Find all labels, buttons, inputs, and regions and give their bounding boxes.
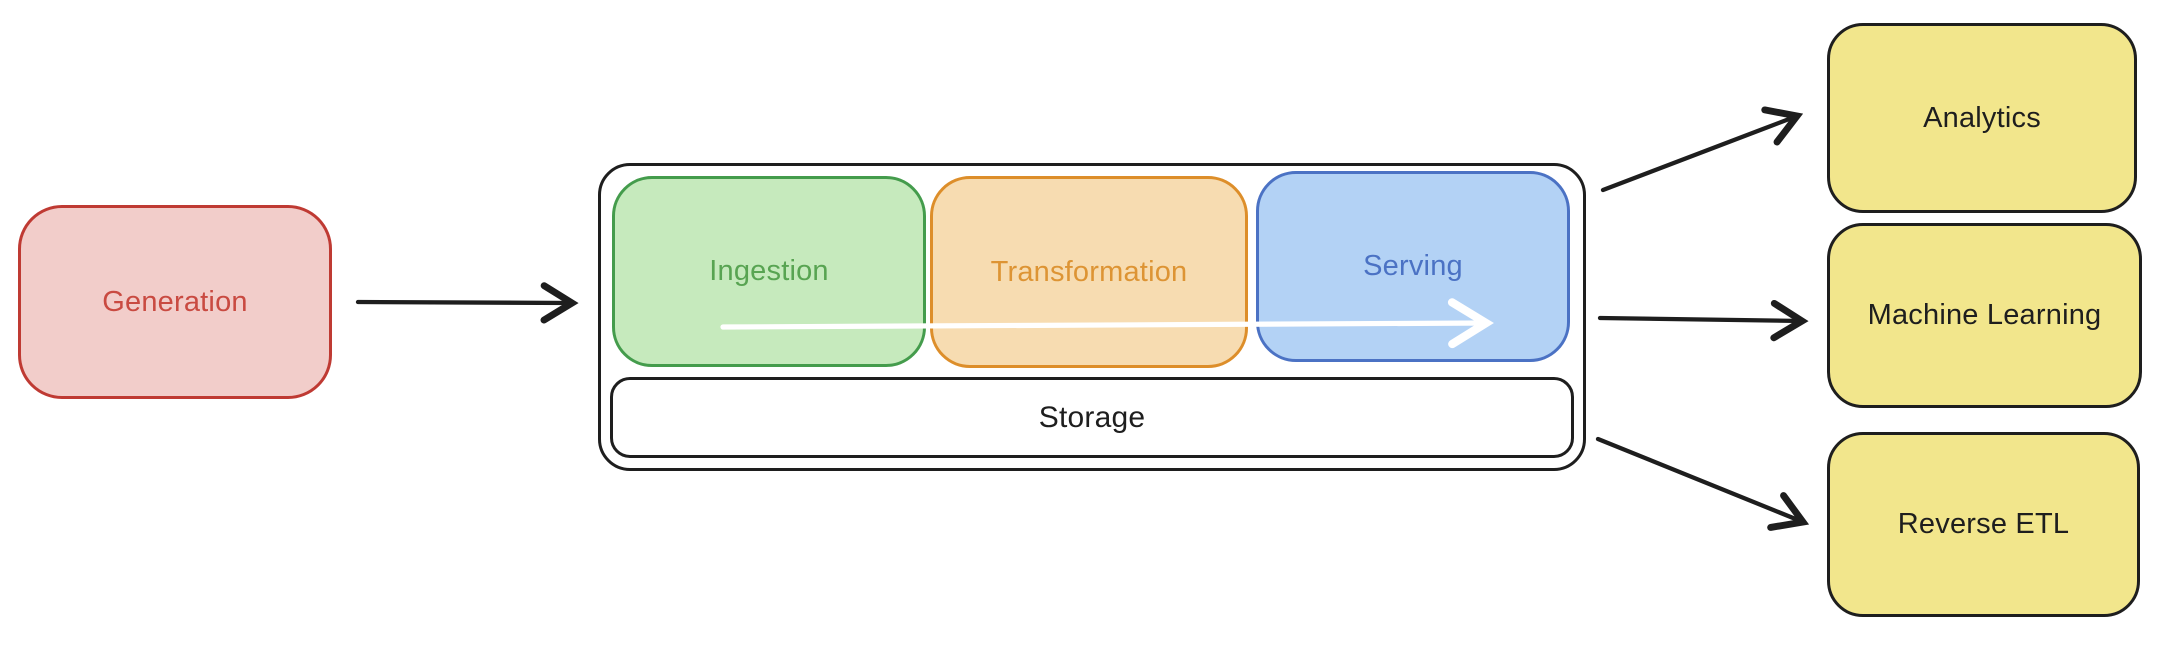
node-machine-learning: Machine Learning [1827, 223, 2142, 408]
node-generation: Generation [18, 205, 332, 399]
node-transformation-label: Transformation [990, 255, 1188, 288]
arrow-generation-to-pipeline [355, 302, 572, 303]
arrow-pipeline-to-analytics [1600, 116, 1797, 193]
node-storage-label: Storage [1038, 400, 1146, 434]
node-transformation: Transformation [930, 176, 1248, 368]
arrow-pipeline-to-reverse-etl [1595, 436, 1803, 522]
node-analytics-label: Analytics [1923, 101, 2041, 134]
node-ingestion: Ingestion [612, 176, 926, 367]
node-reverse-etl: Reverse ETL [1827, 432, 2140, 617]
node-machine-learning-label: Machine Learning [1867, 299, 2102, 332]
node-generation-label: Generation [102, 285, 248, 318]
node-ingestion-label: Ingestion [709, 255, 829, 288]
node-storage: Storage [610, 377, 1574, 458]
node-serving-label: Serving [1363, 250, 1463, 283]
node-analytics: Analytics [1827, 23, 2137, 213]
node-serving: Serving [1256, 171, 1570, 362]
arrow-pipeline-to-machine-learning [1597, 318, 1802, 321]
node-reverse-etl-label: Reverse ETL [1897, 508, 2070, 541]
